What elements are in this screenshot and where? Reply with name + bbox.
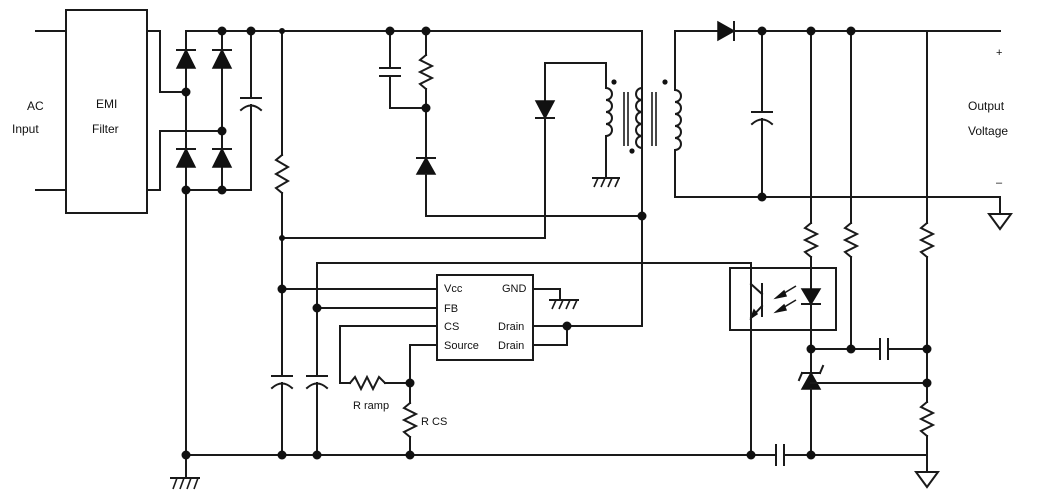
startup-resistor-icon [274,30,290,377]
compensation-resistor-icon [842,30,860,350]
vcc-capacitor-icon [270,375,294,456]
bulk-capacitor-icon [221,30,263,191]
output-capacitor-icon [750,30,774,198]
pin-drain1-label: Drain [498,321,524,333]
bridge-diode-4-icon [211,147,233,168]
bridge-rectifier [175,30,233,456]
input-label: Input [12,122,39,136]
pin-cs-label: CS [444,321,459,333]
secondary-ground-icon [914,471,940,489]
r-ramp-label: R ramp [353,400,389,412]
pin-source-label: Source [444,340,479,352]
bridge-diode-1-icon [175,48,197,69]
junction-dots [181,26,932,460]
output-diode-icon [717,20,736,42]
pin-gnd-label: GND [502,283,527,295]
emi-label: EMI [96,97,117,111]
bridge-diode-3-icon [175,147,197,168]
transformer-icon [623,79,682,154]
clamp-diode-icon [415,156,437,175]
fb-capacitor-icon [305,307,329,456]
pin-drain2-label: Drain [498,340,524,352]
r-cs-label: R CS [421,416,447,428]
output-label: Output [968,99,1005,113]
output-minus-label: – [996,177,1003,189]
emi-filter-block: EMI Filter [65,9,223,214]
ic-ground-icon [549,299,579,310]
compensation-capacitor-icon [879,338,889,360]
voltage-label: Voltage [968,124,1008,138]
aux-diode-icon [534,62,607,239]
y-capacitor-icon [775,444,785,466]
pin-vcc-label: Vcc [444,283,463,295]
divider-bottom-resistor-icon [918,400,936,471]
ac-label: AC [27,99,44,113]
shunt-regulator-icon [797,348,928,456]
aux-winding-icon [604,62,617,179]
output-ground-icon [987,196,1013,231]
r-ramp-resistor-icon [348,374,411,392]
clamp-capacitor-icon [379,30,427,109]
primary-ground-icon [170,454,200,490]
aux-ground-icon [592,177,620,188]
ac-input-block: AC Input [12,30,67,191]
pin-fb-label: FB [444,303,458,315]
clamp-resistor-icon [417,30,435,161]
bridge-diode-2-icon [211,48,233,69]
controller-ic: Vcc GND FB CS Drain Source Drain [436,274,534,361]
opto-led-resistor-icon [802,30,820,282]
output-plus-label: + [996,47,1002,59]
divider-top-resistor-icon [918,30,936,403]
filter-label: Filter [92,122,119,136]
optocoupler-icon [729,267,837,456]
r-cs-resistor-icon [401,382,419,456]
